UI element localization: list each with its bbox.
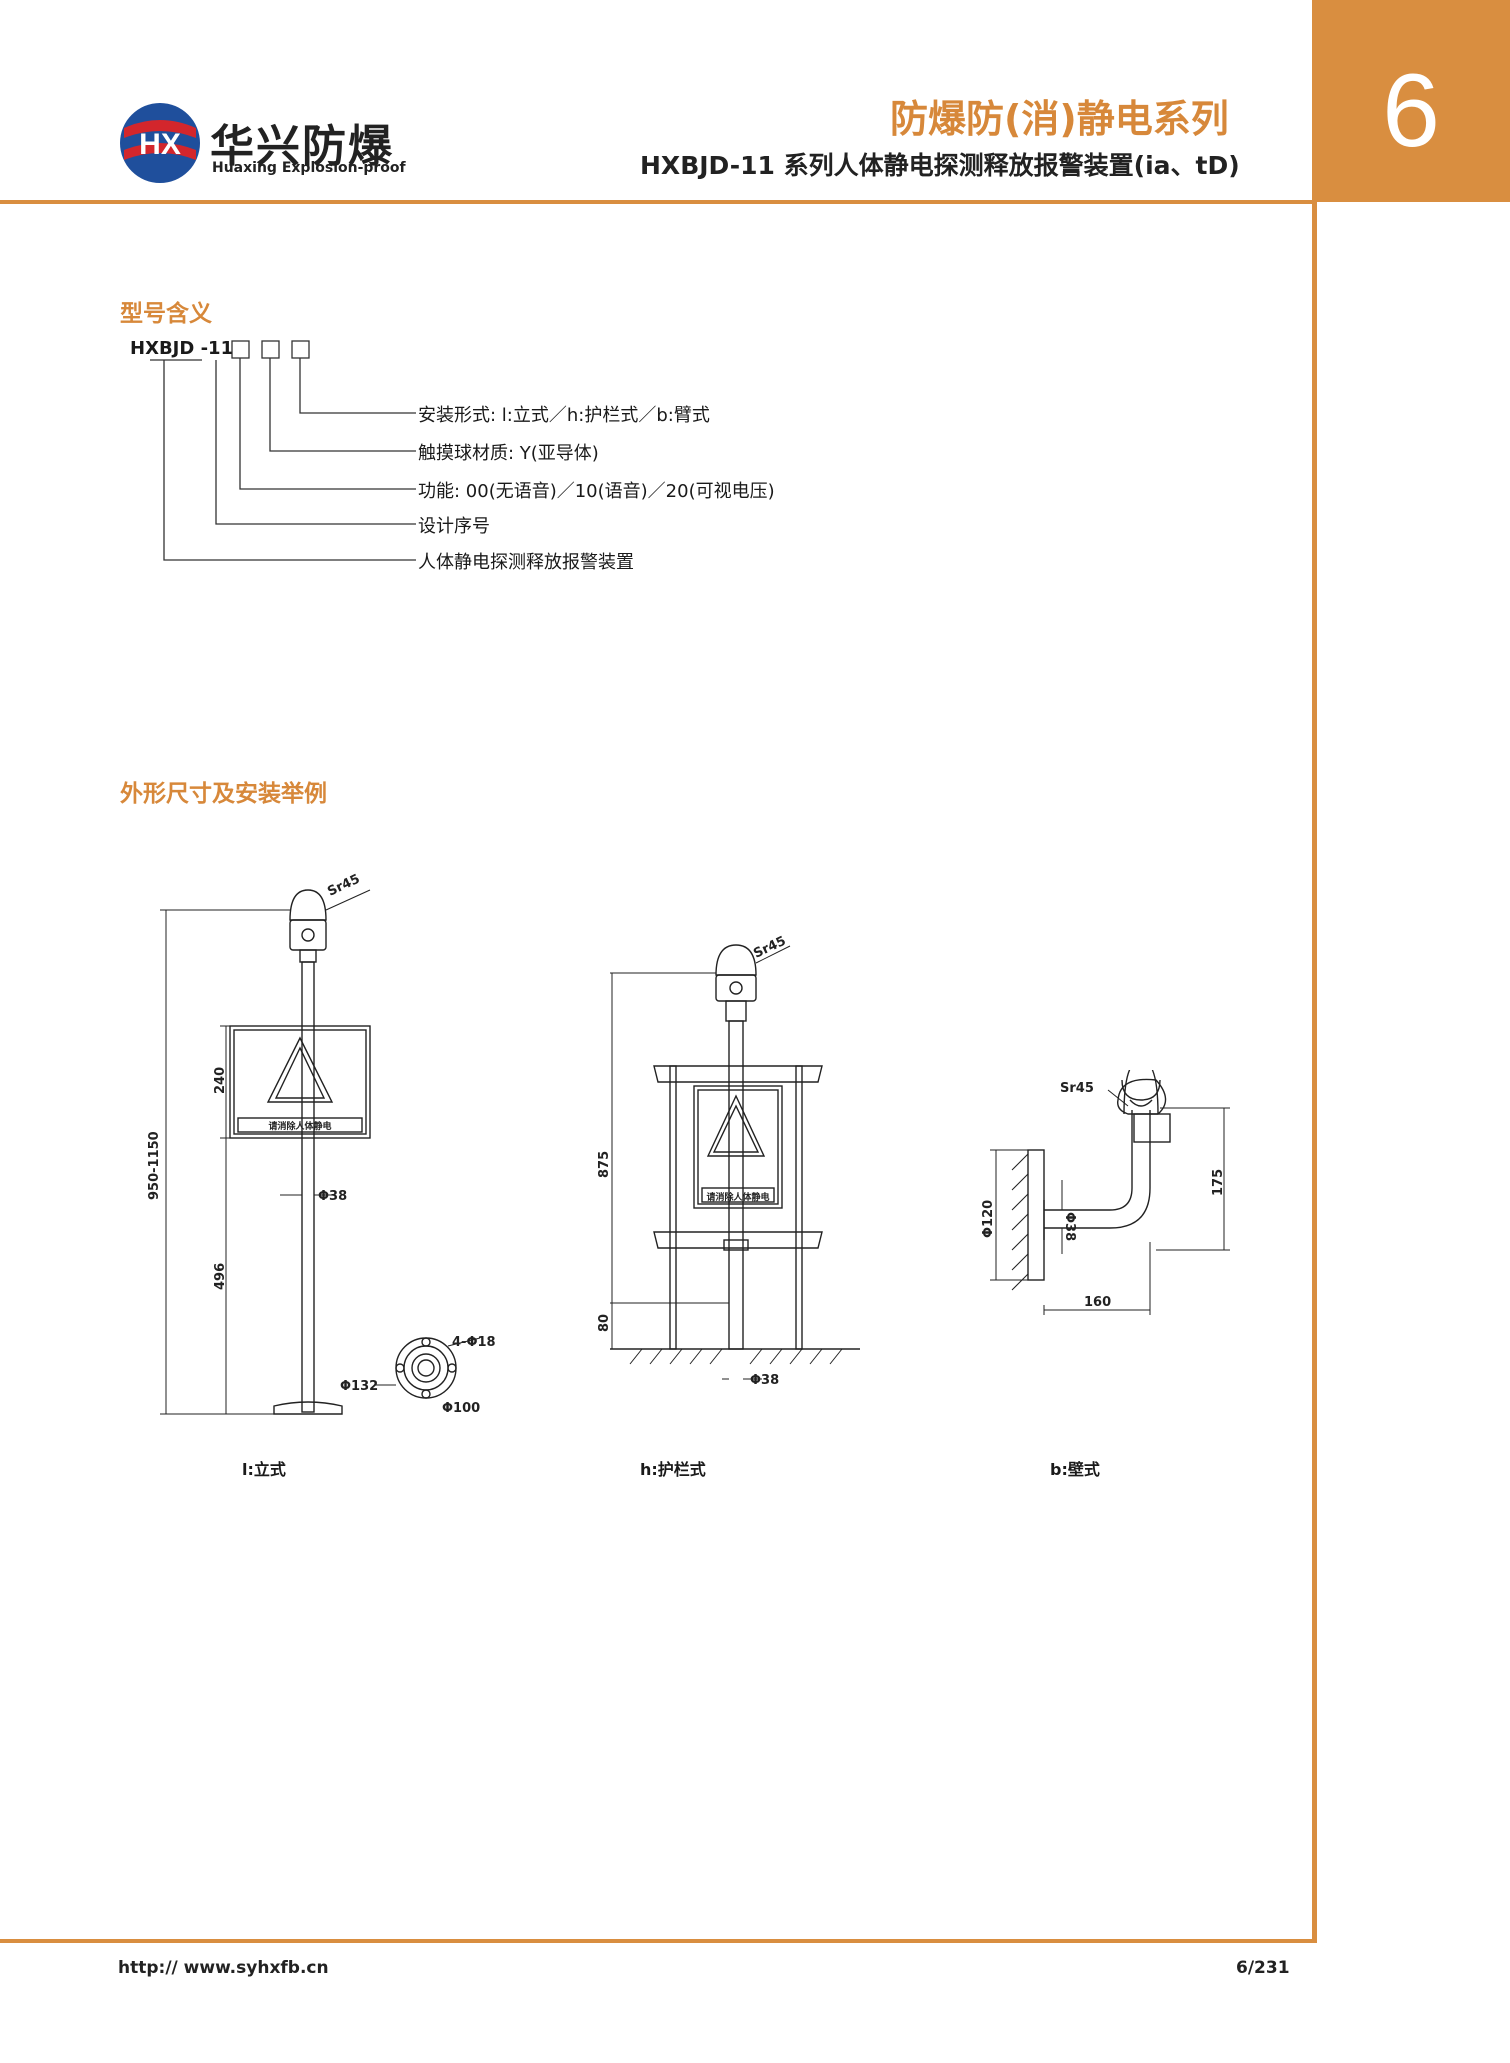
standing-caption: l:立式 xyxy=(242,1460,286,1479)
standing-sign-text: 请消除人体静电 xyxy=(268,1120,331,1132)
logo-subtitle: Huaxing Explosion-proof xyxy=(212,160,406,176)
rail-sign-text: 请消除人体静电 xyxy=(706,1191,769,1203)
page-number: 6/231 xyxy=(1236,1958,1290,1978)
wall-175: 175 xyxy=(1211,1169,1226,1196)
logo-initials: HX xyxy=(139,128,181,161)
wall-pipe: Φ38 xyxy=(1062,1212,1077,1241)
wall-sr: Sr45 xyxy=(1060,1081,1094,1096)
rail-caption: h:护栏式 xyxy=(640,1460,706,1479)
wall-160: 160 xyxy=(1084,1295,1111,1310)
standing-100: Φ100 xyxy=(442,1401,480,1416)
model-code: HXBJD -11 xyxy=(130,338,234,359)
standing-height: 950-1150 xyxy=(147,1131,162,1200)
drawings-heading: 外形尺寸及安装举例 xyxy=(120,781,327,807)
standing-pipe: Φ38 xyxy=(318,1189,347,1204)
rail-pipe: Φ38 xyxy=(750,1373,779,1388)
header-rule xyxy=(0,200,1312,204)
wall-drawing: Sr45 Φ120 Φ38 175 160 xyxy=(981,1070,1230,1315)
model-code-diagram xyxy=(150,340,416,561)
model-item-design: 设计序号 xyxy=(418,516,490,537)
logo-name: 华兴防爆 xyxy=(210,121,394,172)
product-title: HXBJD-11 系列人体静电探测释放报警装置(ia、tD) xyxy=(640,151,1240,180)
footer-url[interactable]: http:// www.syhxfb.cn xyxy=(118,1958,329,1978)
rail-sr: Sr45 xyxy=(751,934,788,962)
rail-drawing: Sr45 875 80 Φ38 请消除人体静电 xyxy=(597,934,860,1388)
standing-bolt: 4-Φ18 xyxy=(452,1335,496,1350)
footer-rule xyxy=(0,1939,1317,1943)
side-rule xyxy=(1312,200,1317,1942)
series-title: 防爆防(消)静电系列 xyxy=(890,97,1229,141)
standing-496: 496 xyxy=(213,1263,228,1290)
standing-drawing: Sr45 950-1150 240 496 Φ38 4-Φ18 Φ132 Φ10… xyxy=(147,872,496,1416)
model-item-ball: 触摸球材质: Y(亚导体) xyxy=(418,443,599,464)
chapter-tab xyxy=(1312,0,1510,202)
model-item-install: 安装形式: l:立式／h:护栏式／b:臂式 xyxy=(418,405,710,426)
standing-132: Φ132 xyxy=(340,1379,378,1394)
model-item-device: 人体静电探测释放报警装置 xyxy=(418,552,634,573)
rail-80: 80 xyxy=(597,1314,612,1332)
model-heading: 型号含义 xyxy=(120,301,212,327)
chapter-number: 6 xyxy=(1382,53,1440,169)
model-item-function: 功能: 00(无语音)／10(语音)／20(可视电压) xyxy=(418,481,775,502)
standing-240: 240 xyxy=(213,1067,228,1094)
wall-120: Φ120 xyxy=(981,1200,996,1238)
rail-875: 875 xyxy=(597,1151,612,1178)
wall-caption: b:壁式 xyxy=(1050,1460,1100,1479)
company-logo: HX xyxy=(120,103,200,183)
